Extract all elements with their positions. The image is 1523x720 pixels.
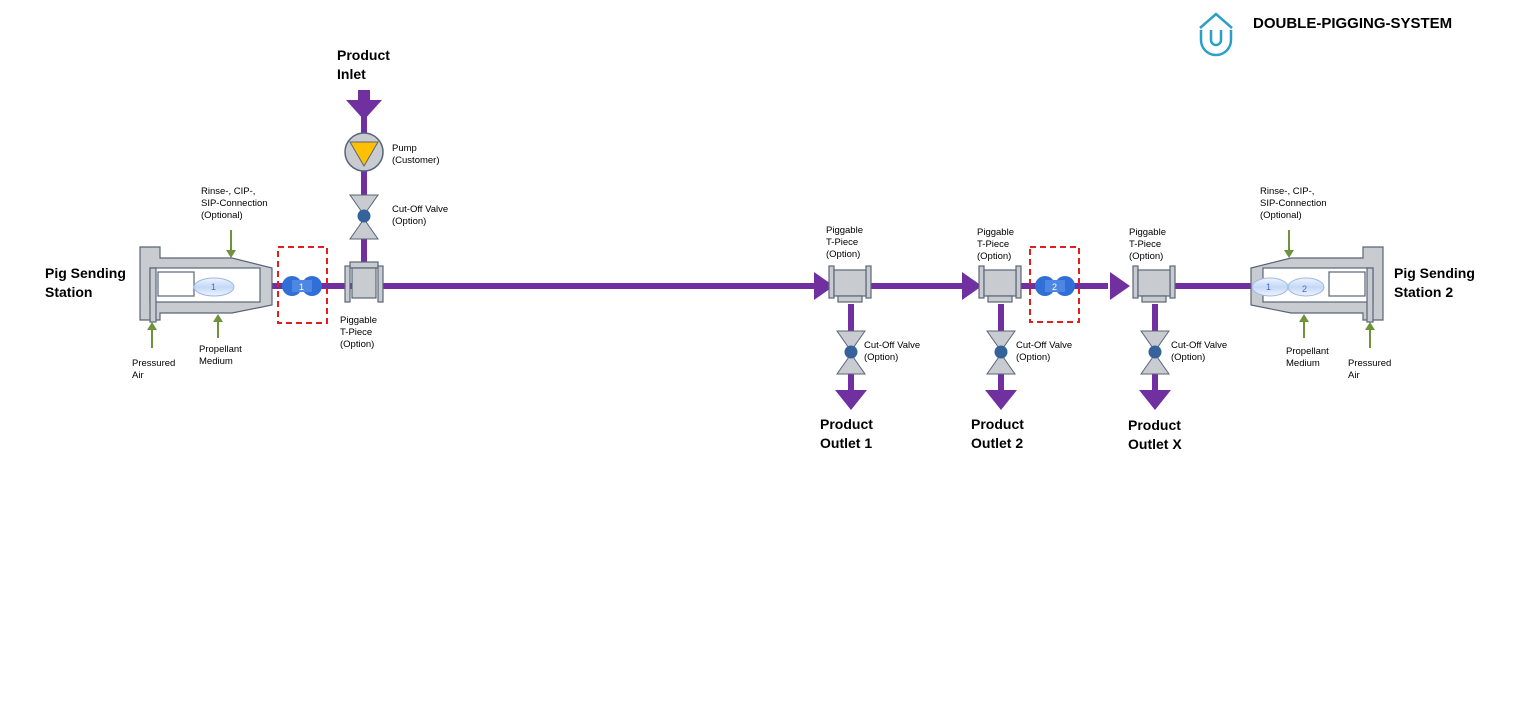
house-u-logo-icon bbox=[1199, 12, 1233, 57]
product-inlet-label: Product Inlet bbox=[337, 47, 394, 82]
piggable-t-piece-3 bbox=[1132, 265, 1176, 303]
svg-text:2: 2 bbox=[1052, 282, 1057, 292]
cutoff-valve-3 bbox=[1140, 330, 1170, 375]
diagram-title: DOUBLE-PIGGING-SYSTEM bbox=[1253, 15, 1452, 32]
pigs-in-station-right: 1 2 bbox=[1251, 277, 1325, 297]
piggable-t-piece-left bbox=[344, 261, 384, 303]
piggable-t-piece-1 bbox=[828, 265, 872, 303]
cutoff-valve-top-label: Cut-Off Valve (Option) bbox=[392, 204, 451, 227]
pig-sending-station-left-label: Pig Sending Station bbox=[45, 265, 130, 300]
main-pipeline bbox=[270, 90, 1252, 392]
piggable-t-piece-left-label: Piggable T-Piece (Option) bbox=[340, 315, 380, 350]
piggable-t-piece-2 bbox=[978, 265, 1022, 303]
cutoff-valve-3-label: Cut-Off Valve (Option) bbox=[1171, 340, 1230, 363]
product-outlet-1-label: Product Outlet 1 bbox=[820, 416, 877, 451]
pig-sending-station-right-label: Pig Sending Station 2 bbox=[1394, 265, 1479, 300]
propellant-arrow-left bbox=[213, 314, 223, 338]
pressured-air-right-label: Pressured Air bbox=[1348, 358, 1394, 381]
svg-text:1: 1 bbox=[299, 282, 304, 292]
rinse-connection-left-label: Rinse-, CIP-, SIP-Connection (Optional) bbox=[201, 186, 270, 221]
cutoff-valve-top bbox=[349, 194, 379, 240]
pig-in-line-1: 1 bbox=[282, 276, 322, 296]
pump-symbol bbox=[344, 132, 384, 172]
pump-label: Pump (Customer) bbox=[392, 143, 440, 166]
svg-text:1: 1 bbox=[211, 282, 216, 292]
pig-in-station-left: 1 bbox=[193, 277, 235, 297]
pig-highlight-box-left bbox=[277, 246, 328, 324]
pig-in-line-2: 2 bbox=[1035, 276, 1075, 296]
svg-text:2: 2 bbox=[1302, 284, 1307, 294]
product-inlet-arrow bbox=[346, 100, 382, 120]
propellant-medium-left-label: Propellant Medium bbox=[199, 344, 244, 367]
rinse-connection-arrow-right bbox=[1284, 230, 1294, 258]
flow-arrow-3 bbox=[1110, 272, 1130, 300]
outlet-1-arrow bbox=[835, 390, 867, 410]
piggable-t-piece-2-label: Piggable T-Piece (Option) bbox=[977, 227, 1017, 262]
cutoff-valve-2 bbox=[986, 330, 1016, 375]
cutoff-valve-1-label: Cut-Off Valve (Option) bbox=[864, 340, 923, 363]
propellant-arrow-right bbox=[1299, 314, 1309, 338]
piggable-t-piece-1-label: Piggable T-Piece (Option) bbox=[826, 225, 866, 260]
pressured-air-left-label: Pressured Air bbox=[132, 358, 178, 381]
outlet-x-arrow bbox=[1139, 390, 1171, 410]
pressured-air-arrow-right bbox=[1365, 322, 1375, 348]
piggable-t-piece-3-label: Piggable T-Piece (Option) bbox=[1129, 227, 1169, 262]
cutoff-valve-2-label: Cut-Off Valve (Option) bbox=[1016, 340, 1075, 363]
flow-arrow-1 bbox=[814, 272, 834, 300]
pig-highlight-box-middle bbox=[1029, 246, 1080, 323]
flow-arrow-2 bbox=[962, 272, 982, 300]
svg-text:1: 1 bbox=[1266, 282, 1271, 292]
rinse-connection-right-label: Rinse-, CIP-, SIP-Connection (Optional) bbox=[1260, 186, 1329, 221]
product-outlet-x-label: Product Outlet X bbox=[1128, 417, 1185, 452]
propellant-medium-right-label: Propellant Medium bbox=[1286, 346, 1331, 369]
pressured-air-arrow-left bbox=[147, 322, 157, 348]
outlet-2-arrow bbox=[985, 390, 1017, 410]
rinse-connection-arrow-left bbox=[226, 230, 236, 258]
product-outlet-2-label: Product Outlet 2 bbox=[971, 416, 1028, 451]
cutoff-valve-1 bbox=[836, 330, 866, 375]
